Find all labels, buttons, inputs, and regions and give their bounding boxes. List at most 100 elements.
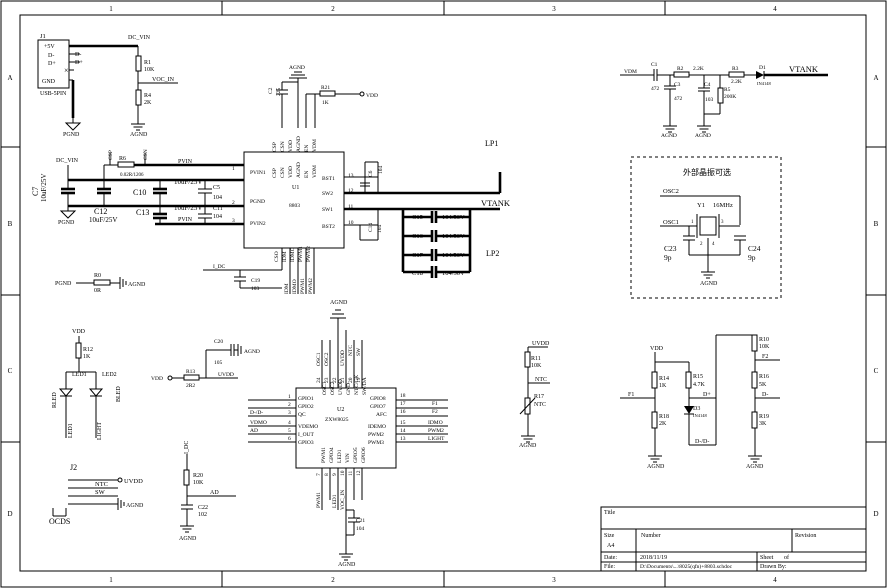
c23-val: 9p [664, 253, 672, 262]
agnd-label: AGND [519, 443, 537, 449]
r20-val: 10K [193, 480, 204, 486]
u2-pin-num: 20 [348, 377, 354, 383]
net-label: PWM2 [308, 278, 314, 294]
net-label: VOC_IN [340, 490, 346, 510]
agnd-label: AGND [338, 562, 356, 568]
u2-pin-name: GPIO7 [370, 404, 386, 410]
r14-val: 1K [659, 383, 667, 389]
net-vdd: VDD [72, 329, 86, 335]
u2-pin-num: 6 [288, 436, 291, 442]
c1-val: 472 [651, 86, 660, 92]
r10-val: 10K [759, 344, 770, 350]
y1-pin: 4 [712, 242, 715, 247]
net-label: OSC1 [316, 352, 322, 366]
u2-pin-num: 8 [324, 473, 330, 476]
r3-ref: R3 [732, 66, 739, 72]
r15-val: 4.7K [693, 382, 706, 388]
c19-val: 103 [251, 286, 260, 292]
c6-val: 104 [378, 166, 384, 175]
net-pvin: PVIN [178, 217, 193, 223]
net-label: LIGHT [428, 436, 445, 442]
r18-ref: R18 [659, 414, 669, 420]
u1-pin-num: 12 [348, 188, 354, 194]
r5-val: 200K [724, 94, 736, 100]
usb-connector-block: J1 +5V D- D+ GND USB-5PIN × D- D+ PGND D… [37, 33, 178, 138]
u2-pin-num: 4 [288, 420, 291, 426]
row-label: D [873, 510, 878, 518]
c21-val: 104 [356, 526, 365, 532]
r11-val: 10K [531, 363, 542, 369]
u2-pin-name: I_OUT [298, 432, 315, 438]
u2-pin-name: VDEMO [298, 424, 318, 430]
u1-pin-name: PVIN2 [250, 221, 266, 227]
file-label: File: [604, 564, 615, 570]
y1-ref: Y1 [697, 202, 705, 209]
net-voc-in: VOC_IN [152, 77, 175, 83]
net-dminus: D- [762, 392, 768, 398]
u2-pin-num: 16 [400, 409, 406, 415]
r13-val: 2R2 [186, 383, 195, 389]
col-label: 3 [552, 576, 556, 584]
u1-part: 8803 [289, 203, 300, 209]
usb-pin-label: GND [42, 79, 56, 85]
net-label: IDM [284, 283, 290, 294]
u2-top-pin: GND [346, 383, 352, 395]
leds-block: VDD R12 1K LED1 LED2 RLED BLED LED1 LIGH… [52, 329, 122, 440]
u1-bottom-pin: PWM2 [306, 246, 312, 262]
led-icon [58, 388, 74, 397]
frame-labels: 1 2 3 4 1 2 3 4 A B C D A B C D [7, 5, 878, 584]
u2-top-pin: OSC2 [330, 381, 336, 395]
no-connect-icon: × [64, 66, 69, 75]
col-label: 2 [331, 576, 335, 584]
c10-val: 10uF/25V [174, 178, 202, 186]
c18-val: 104/50V [442, 270, 465, 277]
net-label: F1 [432, 401, 438, 407]
net-label: SW [356, 347, 362, 356]
y1-pin: 1 [691, 220, 694, 225]
c13-val: 10uF/25V [174, 204, 202, 212]
r17-val: NTC [534, 402, 546, 408]
c5-ref: C5 [213, 185, 220, 191]
u2-pin-num: 21 [340, 377, 346, 383]
u2-bottom-pin: LED1 [337, 449, 343, 463]
r12-ref: R12 [83, 347, 93, 353]
c18-ref: C18 [412, 270, 423, 277]
size-value: A4 [607, 543, 614, 549]
j2-pin: SW [95, 489, 106, 496]
rled-label: RLED [52, 392, 58, 408]
c21-ref: C21 [356, 518, 365, 524]
u2-pin-num: 7 [316, 473, 322, 476]
usb-pin-label: D+ [48, 61, 56, 67]
agnd-label: AGND [244, 349, 260, 355]
c22-val: 102 [198, 512, 207, 518]
u1-top-pin: VDM [312, 139, 318, 152]
y1-pin: 3 [721, 220, 724, 225]
r18-val: 2K [659, 421, 667, 427]
u2-pin-name: GPIO1 [298, 396, 314, 402]
u2-top-pin: OSC1 [322, 381, 328, 395]
crystal-title: 外部晶振可选 [683, 167, 731, 177]
u2-pin-num: 13 [400, 436, 406, 442]
r0-ref: R0 [94, 273, 101, 279]
j2-name: OCDS [49, 517, 70, 526]
c20-val: 105 [214, 360, 223, 366]
net-f2: F2 [762, 354, 768, 360]
u2-bottom-pin: GPIO5 [353, 447, 359, 463]
u1-bottom-pin: IDMO [290, 247, 296, 262]
r15-ref: R15 [693, 374, 703, 380]
r5-ref: R5 [724, 87, 731, 93]
net-label: LED1 [332, 494, 338, 508]
u1-pin-num: 11 [348, 204, 354, 210]
u2-pin-name: PWM3 [368, 440, 384, 446]
u2-pin-num: 2 [288, 402, 291, 408]
usb-pin-label: +5V [44, 44, 55, 50]
u1-top-pin: EN [304, 171, 310, 178]
title-label: Title [604, 510, 615, 516]
c2-val: 225 [276, 88, 282, 97]
u1-pin-name: PGND [250, 199, 265, 205]
c14-val: 104 [377, 225, 383, 234]
u2-pin-name: GPIO8 [370, 396, 386, 402]
d1-ref: D1 [759, 65, 766, 71]
led2-label: LED2 [102, 372, 117, 378]
